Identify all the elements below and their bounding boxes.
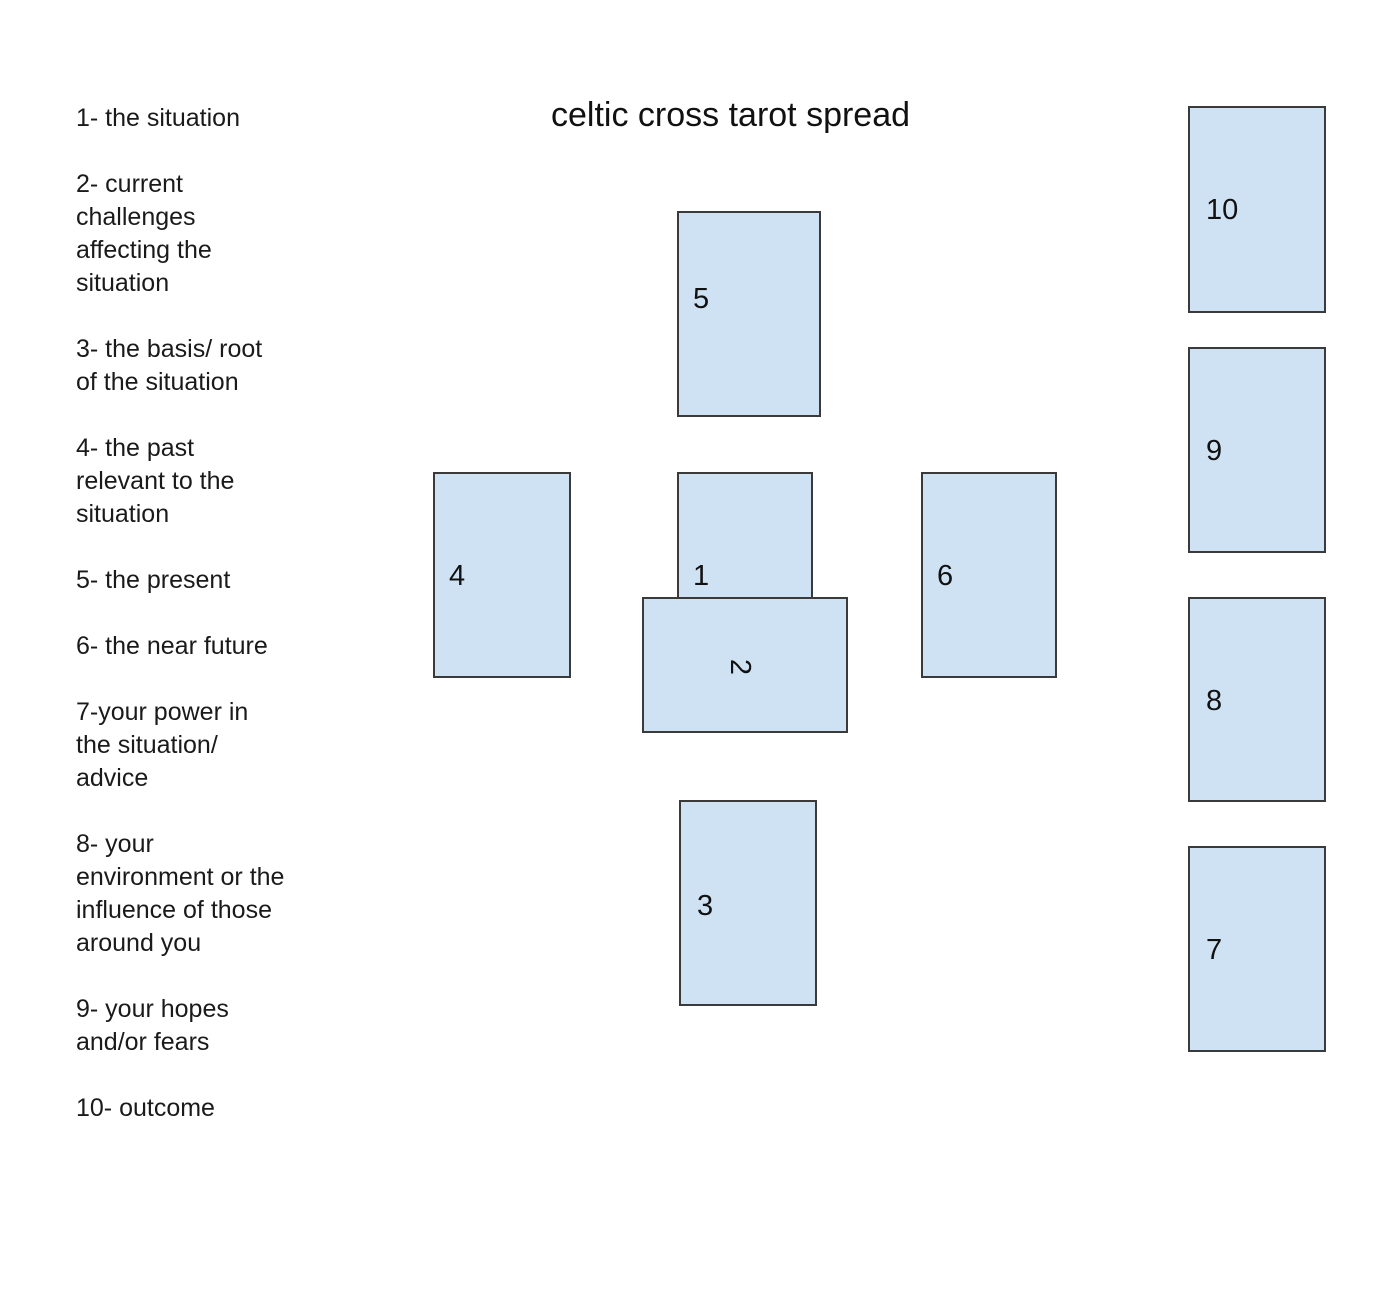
legend-item: 10- outcome bbox=[76, 1094, 215, 1122]
card-number: 7 bbox=[1206, 934, 1223, 966]
card-8: 8 bbox=[1188, 597, 1326, 802]
card-1: 1 bbox=[677, 472, 813, 612]
card-number: 9 bbox=[1206, 435, 1223, 467]
card-number: 1 bbox=[693, 560, 710, 592]
card-number: 2 bbox=[724, 658, 757, 676]
card-2: 2 bbox=[642, 597, 848, 733]
card-9: 9 bbox=[1188, 347, 1326, 553]
card-number: 10 bbox=[1206, 194, 1239, 226]
position-legend: 1- the situation 2- current challenges a… bbox=[76, 102, 286, 1158]
card-number: 6 bbox=[937, 560, 954, 592]
card-10: 10 bbox=[1188, 106, 1326, 313]
card-number: 3 bbox=[697, 890, 714, 922]
legend-item: 1- the situation bbox=[76, 104, 240, 132]
legend-item: 3- the basis/ root of the situation bbox=[76, 335, 263, 396]
card-7: 7 bbox=[1188, 846, 1326, 1052]
legend-item: 4- the past relevant to the situation bbox=[76, 434, 235, 528]
card-4: 4 bbox=[433, 472, 571, 678]
card-number: 5 bbox=[693, 283, 710, 315]
card-5: 5 bbox=[677, 211, 821, 417]
card-number: 8 bbox=[1206, 685, 1223, 717]
card-number: 4 bbox=[449, 560, 466, 592]
legend-item: 6- the near future bbox=[76, 632, 268, 660]
legend-item: 2- current challenges affecting the situ… bbox=[76, 170, 212, 297]
legend-item: 9- your hopes and/or fears bbox=[76, 995, 229, 1056]
legend-item: 7-your power in the situation/ advice bbox=[76, 698, 249, 792]
card-6: 6 bbox=[921, 472, 1057, 678]
legend-item: 8- your environment or the influence of … bbox=[76, 830, 285, 957]
card-3: 3 bbox=[679, 800, 817, 1006]
legend-item: 5- the present bbox=[76, 566, 231, 594]
page-title: celtic cross tarot spread bbox=[551, 96, 911, 134]
